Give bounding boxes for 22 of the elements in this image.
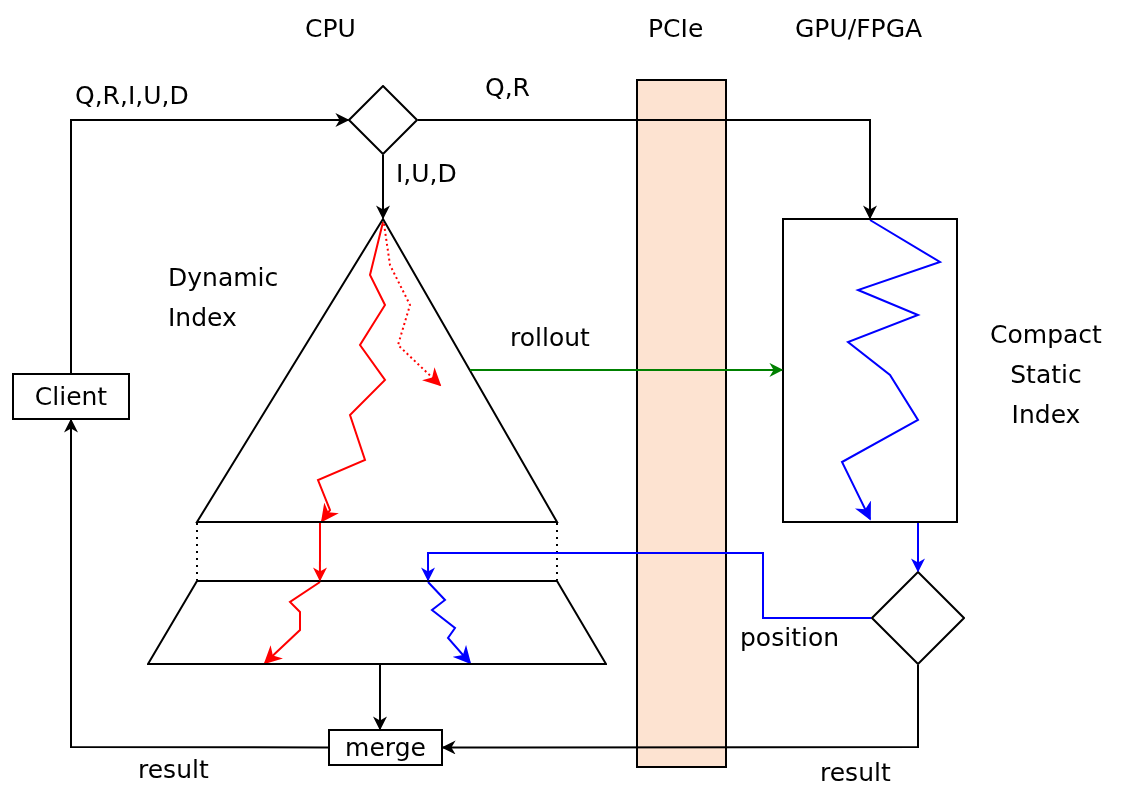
decision-diamond <box>348 85 418 155</box>
arrow <box>421 552 872 619</box>
dotted-line <box>196 522 198 581</box>
arrow <box>373 664 387 731</box>
arrow <box>469 362 784 377</box>
column-heading: CPU <box>305 13 356 45</box>
node-label: Dynamic Index <box>168 262 280 334</box>
arrow <box>417 119 877 220</box>
process-box: Client <box>12 373 130 420</box>
trapezoid-shape <box>147 580 607 665</box>
arrow <box>70 113 350 374</box>
decision-diamond <box>871 571 965 665</box>
dotted-line <box>556 522 558 581</box>
column-heading: GPU/FPGA <box>795 13 923 45</box>
arrow <box>312 522 327 582</box>
arrow <box>441 664 919 755</box>
node-label: Compact Static Index <box>989 319 1103 431</box>
arrow <box>64 418 329 749</box>
arrow <box>376 154 390 220</box>
column-heading: PCIe <box>648 13 704 45</box>
process-box: merge <box>328 729 443 766</box>
arrow <box>911 522 925 573</box>
